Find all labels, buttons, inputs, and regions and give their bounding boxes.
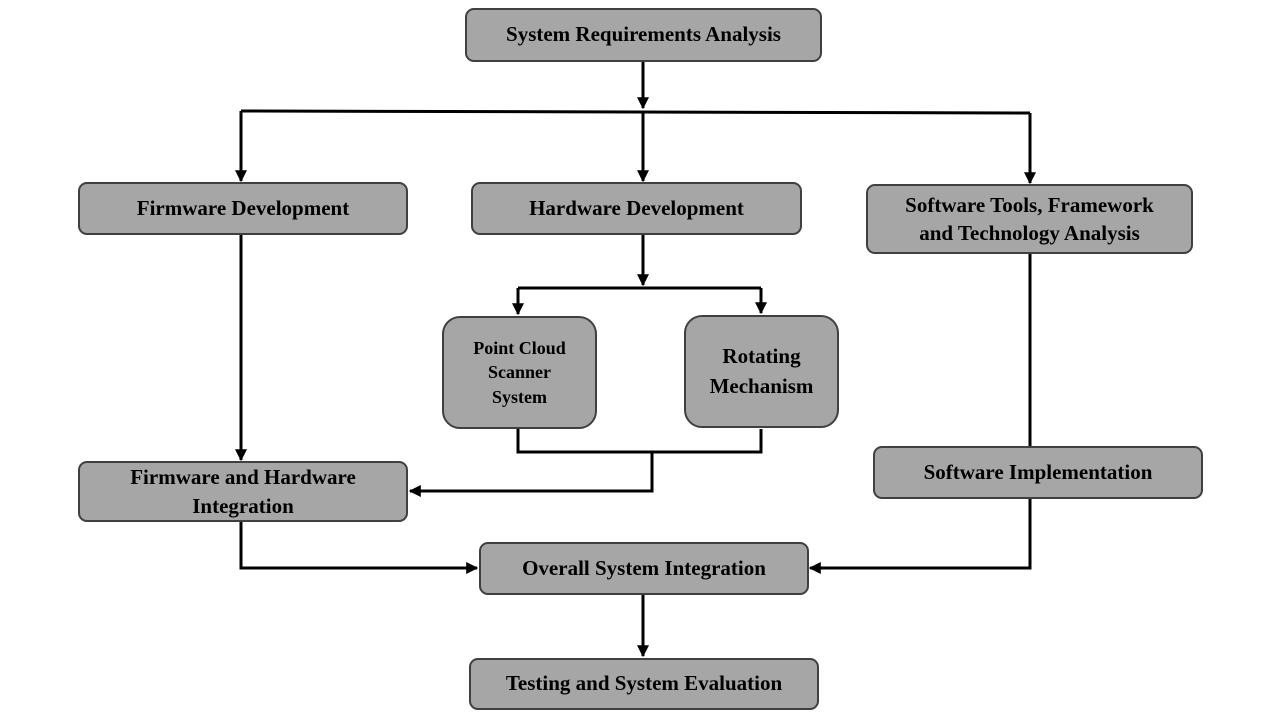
overall-system-integration-box: Overall System Integration <box>479 542 809 595</box>
software-tools-analysis-box: Software Tools, Framework and Technology… <box>866 184 1193 254</box>
point-cloud-scanner-box: Point Cloud Scanner System <box>442 316 597 429</box>
line-subsystems-merge <box>516 429 763 454</box>
system-requirements-analysis-box: System Requirements Analysis <box>465 8 822 62</box>
arrow-merge-to-integration <box>408 452 654 497</box>
rotating-mechanism-box: Rotating Mechanism <box>684 315 839 428</box>
hardware-development-box: Hardware Development <box>471 182 802 235</box>
software-implementation-box: Software Implementation <box>873 446 1203 499</box>
line-split-bar <box>240 109 1031 115</box>
firmware-development-box: Firmware Development <box>78 182 408 235</box>
arrow-integration-to-overall <box>239 522 479 574</box>
arrow-software-impl-to-overall <box>808 499 1032 574</box>
testing-system-evaluation-box: Testing and System Evaluation <box>469 658 819 710</box>
firmware-hardware-integration-box: Firmware and Hardware Integration <box>78 461 408 522</box>
